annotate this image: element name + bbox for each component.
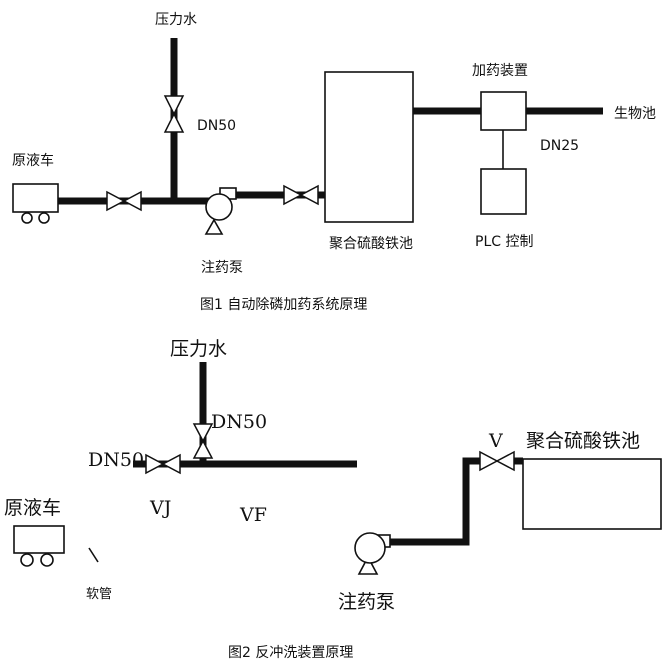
ferric-tank-box xyxy=(324,71,414,223)
outlet-riser-pipe xyxy=(383,457,480,546)
bio-tank-label: 生物池 xyxy=(614,106,656,122)
dn50-vertical-label: DN50 xyxy=(211,411,267,433)
figure-1: 压力水 DN50 原液车 注药泵 聚合硫酸铁池 加药装置 DN25 生物池 PL… xyxy=(12,12,656,313)
valve-vf-label: VF xyxy=(239,504,267,526)
pump-label: 注药泵 xyxy=(338,591,395,613)
valve-vf-icon xyxy=(192,423,214,443)
valve-v-icon xyxy=(479,450,499,472)
dosing-device-label: 加药装置 xyxy=(472,63,528,79)
raw-tank-label: 原液车 xyxy=(4,497,61,519)
valve-v-label: V xyxy=(488,430,503,452)
valve-vj-icon xyxy=(145,453,165,475)
pump-label: 注药泵 xyxy=(201,260,243,276)
figure-1-caption: 图1 自动除磷加药系统原理 xyxy=(200,297,367,313)
valve-icon xyxy=(299,184,319,206)
pressure-water-label: 压力水 xyxy=(155,12,197,28)
ferric-tank-box xyxy=(522,458,662,530)
figure-2-caption: 图2 反冲洗装置原理 xyxy=(228,645,353,661)
dosing-device-box xyxy=(480,91,527,131)
valve-icon xyxy=(106,190,126,212)
dn50-label: DN50 xyxy=(197,118,236,134)
valve-icon xyxy=(163,95,185,116)
dosing-pump-icon xyxy=(204,187,237,235)
plc-label: PLC 控制 xyxy=(475,234,533,250)
valve-vf-icon xyxy=(192,439,214,459)
valve-icon xyxy=(163,112,185,133)
pressure-water-label: 压力水 xyxy=(170,338,227,360)
dn25-label: DN25 xyxy=(540,138,579,154)
raw-tank-truck-icon xyxy=(13,525,65,567)
hose-icon xyxy=(88,547,99,563)
dosing-pump-icon xyxy=(354,532,391,575)
ferric-tank-label: 聚合硫酸铁池 xyxy=(329,236,413,252)
plc-box xyxy=(480,168,527,215)
valve-icon xyxy=(283,184,303,206)
valve-v-icon xyxy=(495,450,515,472)
raw-tank-truck-icon xyxy=(12,183,59,224)
raw-tank-label: 原液车 xyxy=(12,152,54,169)
dn50-left-label: DN50 xyxy=(88,449,144,471)
valve-vj-label: VJ xyxy=(149,497,171,519)
valve-vj-icon xyxy=(161,453,181,475)
hose-label: 软管 xyxy=(86,587,112,602)
ferric-tank-label: 聚合硫酸铁池 xyxy=(526,430,640,452)
valve-icon xyxy=(122,190,142,212)
